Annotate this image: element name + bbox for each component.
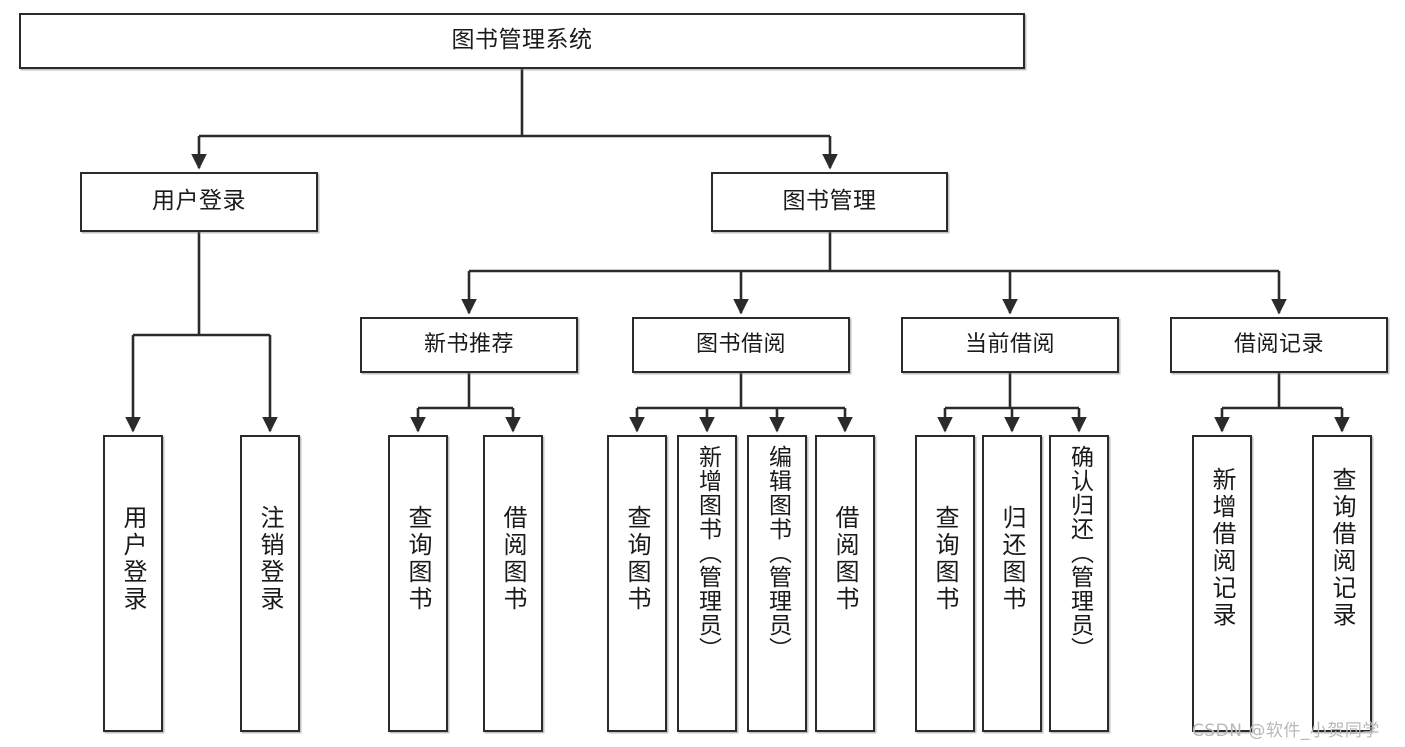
node-leaf-query-book-1[interactable]: 查询图书 [388, 435, 448, 732]
node-current-borrow-label: 当前借阅 [964, 332, 1055, 358]
node-leaf-borrow-book-2[interactable]: 借阅图书 [815, 435, 875, 732]
node-leaf-logout-label: 注销登录 [256, 505, 284, 613]
node-leaf-add-book-label: 新增图书（管理员） [694, 445, 721, 661]
node-leaf-add-record-label: 新增借阅记录 [1208, 467, 1236, 629]
node-new-book-rec[interactable]: 新书推荐 [360, 317, 578, 373]
node-leaf-user-login-label: 用户登录 [119, 505, 147, 613]
node-leaf-add-record[interactable]: 新增借阅记录 [1192, 435, 1252, 732]
node-current-borrow[interactable]: 当前借阅 [901, 317, 1119, 373]
node-leaf-borrow-book-2-label: 借阅图书 [831, 505, 859, 613]
node-user-login[interactable]: 用户登录 [80, 172, 318, 232]
node-leaf-confirm-return-label: 确认归还（管理员） [1066, 445, 1093, 661]
node-leaf-user-login[interactable]: 用户登录 [103, 435, 163, 732]
node-borrow-record[interactable]: 借阅记录 [1170, 317, 1388, 373]
node-book-borrow-label: 图书借阅 [695, 332, 786, 358]
node-leaf-borrow-book-1-label: 借阅图书 [499, 505, 527, 613]
node-leaf-edit-book-label: 编辑图书（管理员） [764, 445, 791, 661]
node-leaf-query-book-1-label: 查询图书 [404, 505, 432, 613]
node-borrow-record-label: 借阅记录 [1233, 332, 1324, 358]
node-leaf-logout[interactable]: 注销登录 [240, 435, 300, 732]
node-root[interactable]: 图书管理系统 [19, 13, 1025, 69]
node-book-manage-label: 图书管理 [782, 188, 877, 215]
node-leaf-edit-book[interactable]: 编辑图书（管理员） [747, 435, 807, 732]
node-leaf-confirm-return[interactable]: 确认归还（管理员） [1049, 435, 1109, 732]
node-root-label: 图书管理系统 [451, 27, 593, 54]
node-leaf-query-book-3-label: 查询图书 [931, 505, 959, 613]
node-book-borrow[interactable]: 图书借阅 [632, 317, 850, 373]
node-book-manage[interactable]: 图书管理 [711, 172, 948, 232]
node-leaf-query-book-2[interactable]: 查询图书 [607, 435, 667, 732]
csdn-watermark: CSDN @软件_小贺同学 [1192, 721, 1380, 741]
node-leaf-query-record-label: 查询借阅记录 [1328, 467, 1356, 629]
node-leaf-add-book[interactable]: 新增图书（管理员） [677, 435, 737, 732]
node-leaf-query-record[interactable]: 查询借阅记录 [1312, 435, 1372, 732]
node-leaf-return-book[interactable]: 归还图书 [982, 435, 1042, 732]
node-new-book-rec-label: 新书推荐 [423, 332, 514, 358]
node-leaf-return-book-label: 归还图书 [998, 505, 1026, 613]
node-leaf-borrow-book-1[interactable]: 借阅图书 [483, 435, 543, 732]
node-leaf-query-book-2-label: 查询图书 [623, 505, 651, 613]
node-user-login-label: 用户登录 [152, 188, 246, 215]
node-leaf-query-book-3[interactable]: 查询图书 [915, 435, 975, 732]
